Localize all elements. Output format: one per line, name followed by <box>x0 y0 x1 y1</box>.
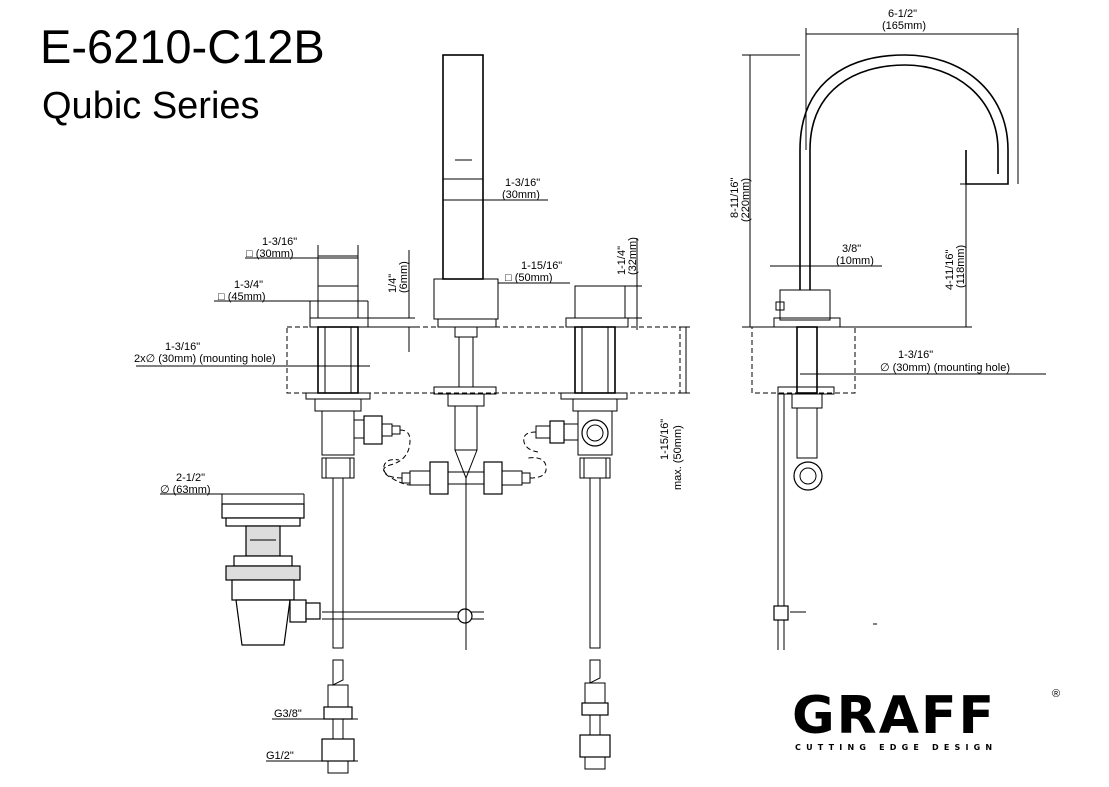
handle-square-imperial: 1-3/16" <box>262 236 297 248</box>
pop-up-drain <box>221 503 321 646</box>
dimension-labels: 1-3/16" □ (30mm) 1-3/4" □ (45mm) 1-3/16"… <box>134 8 1010 762</box>
cap-height-metric: (6mm) <box>398 261 410 293</box>
spray-width-imperial: 1-3/16" <box>505 177 540 189</box>
model-number-title: E-6210-C12B <box>40 20 325 73</box>
deck-thickness-imperial: 1-15/16" <box>659 419 671 460</box>
supply-hose-right <box>579 659 611 770</box>
base-square-imperial: 1-3/4" <box>234 279 263 291</box>
deck-outline <box>286 326 856 394</box>
spout-tube-metric: (10mm) <box>836 255 874 267</box>
base-square-metric: □ (45mm) <box>218 291 266 303</box>
mount-hole-left-imperial: 1-3/16" <box>165 341 200 353</box>
graff-logo: GRAFF ® CUTTING EDGE DESIGN <box>792 686 1060 752</box>
spout-clearance-imperial: 4-11/16" <box>944 250 956 290</box>
logo-wordmark: GRAFF <box>792 686 996 746</box>
center-handspray <box>383 54 547 650</box>
deck-thickness-metric: max. (50mm) <box>672 425 684 490</box>
spout-reach-imperial: 6-1/2" <box>888 8 917 20</box>
right-handle-valve <box>523 285 629 649</box>
logo-registered-mark: ® <box>1052 688 1060 700</box>
dimension-lines <box>136 28 1046 762</box>
spout-height-metric: (220mm) <box>740 178 752 222</box>
cap-height-imperial: 1/4" <box>387 274 399 293</box>
drain-metric: ∅ (63mm) <box>160 484 211 496</box>
thread-g12-label: G1/2" <box>266 750 294 762</box>
supply-hose-left <box>321 659 355 774</box>
logo-tagline: CUTTING EDGE DESIGN <box>795 743 997 752</box>
thread-g38-label: G3/8" <box>274 708 302 720</box>
mount-hole-right-imperial: 1-3/16" <box>898 349 933 361</box>
handle-square-metric: □ (30mm) <box>246 248 294 260</box>
holder-height-imperial: 1-1/4" <box>616 246 628 275</box>
holder-square-metric: □ (50mm) <box>505 272 553 284</box>
drain-imperial: 2-1/2" <box>176 472 205 484</box>
spout-reach-metric: (165mm) <box>882 20 926 32</box>
spray-width-metric: (30mm) <box>502 189 540 201</box>
mount-hole-left-metric: 2x∅ (30mm) (mounting hole) <box>134 353 276 365</box>
left-handle-valve <box>305 255 411 649</box>
drain-link-rod <box>322 608 484 624</box>
spout-tube-imperial: 3/8" <box>842 243 861 255</box>
mount-hole-right-metric: ∅ (30mm) (mounting hole) <box>880 362 1010 374</box>
holder-height-metric: (32mm) <box>627 237 639 275</box>
spout-height-imperial: 8-11/16" <box>729 178 741 218</box>
holder-square-imperial: 1-15/16" <box>521 260 562 272</box>
spout-clearance-metric: (118mm) <box>955 245 967 288</box>
spout-side-view <box>773 54 1009 650</box>
series-subtitle: Qubic Series <box>42 85 260 127</box>
